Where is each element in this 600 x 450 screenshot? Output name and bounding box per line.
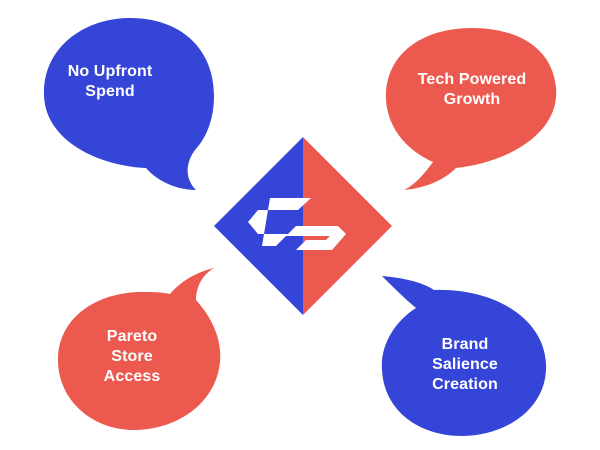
bubble-bottom-left-label: Pareto Store Access xyxy=(103,328,161,385)
bubble-bottom-right-label: Brand Salience Creation xyxy=(432,336,498,393)
bubble-bottom-left xyxy=(58,268,221,430)
bubble-top-right xyxy=(385,28,557,190)
diamond-arrows-logo-icon xyxy=(214,137,392,315)
bubble-top-left-label: No Upfront Spend xyxy=(67,63,153,100)
bubble-bottom-right xyxy=(381,276,547,436)
bubble-top-left xyxy=(43,18,215,190)
bubble-top-right-label: Tech Powered Growth xyxy=(417,71,527,108)
